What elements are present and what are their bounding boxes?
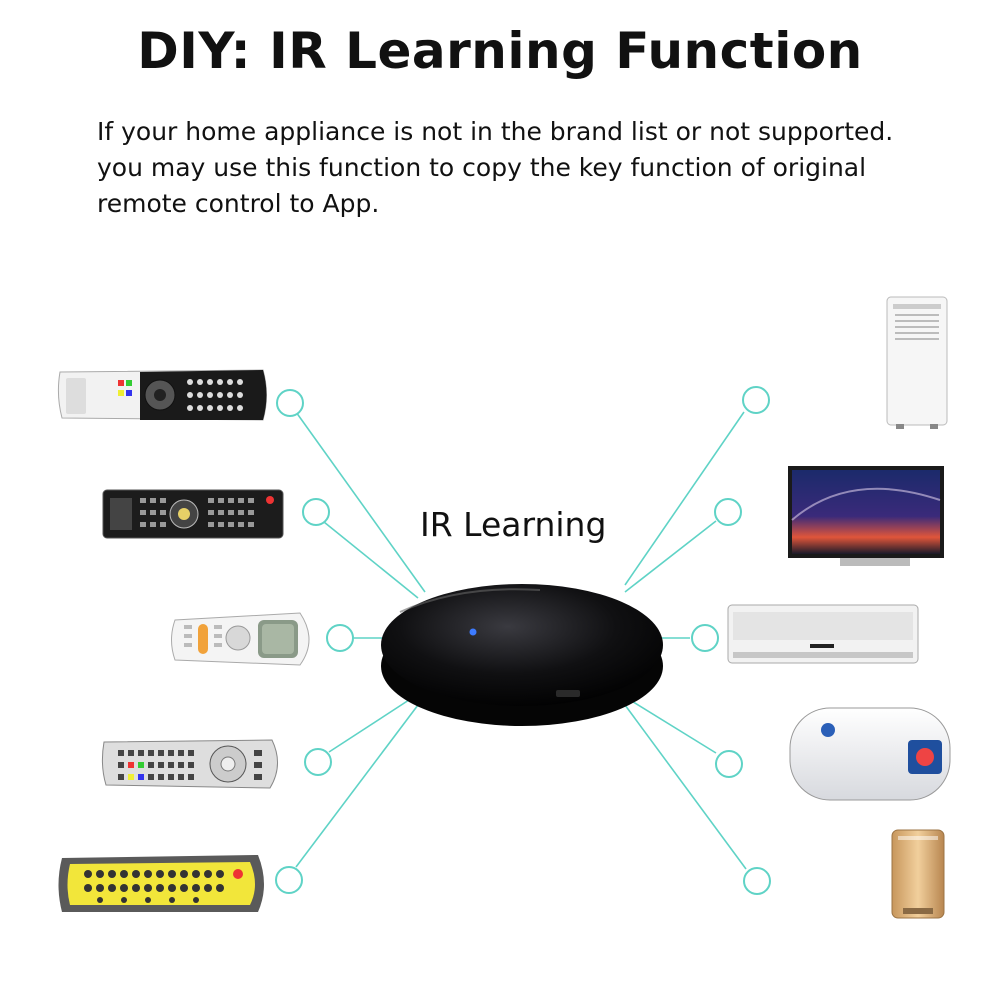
- connector-line: [295, 411, 426, 593]
- page-title: DIY: IR Learning Function: [137, 22, 863, 80]
- water-heater-icon: [789, 707, 951, 801]
- connector-node: [326, 624, 354, 652]
- hub-label: IR Learning: [420, 505, 607, 544]
- description-line-3: remote control to App.: [97, 189, 380, 218]
- ir-hub-device: [381, 584, 663, 726]
- connector-line: [624, 411, 745, 586]
- connector-node: [715, 750, 743, 778]
- connector-lines: [295, 411, 747, 870]
- connector-node: [742, 386, 770, 414]
- remote-control-icon: [101, 739, 278, 789]
- usb-port-icon: [556, 690, 580, 697]
- connector-line: [328, 697, 413, 753]
- connector-node: [714, 498, 742, 526]
- connector-line: [295, 704, 419, 868]
- connector-node: [275, 866, 303, 894]
- remote-control-icon: [102, 489, 284, 539]
- description-text: If your home appliance is not in the bra…: [97, 114, 957, 222]
- portable-air-conditioner-icon: [886, 296, 948, 429]
- connector-line: [624, 520, 717, 593]
- connector-node: [302, 498, 330, 526]
- connector-line: [629, 699, 717, 754]
- description-line-2: you may use this function to copy the ke…: [97, 153, 867, 182]
- split-air-conditioner-icon: [727, 604, 919, 664]
- air-purifier-icon: [891, 829, 945, 919]
- connector-node: [276, 389, 304, 417]
- connector-line: [624, 704, 747, 870]
- television-icon: [788, 466, 944, 566]
- connector-node: [304, 748, 332, 776]
- remote-control-icon: [171, 612, 310, 666]
- connector-line: [323, 521, 419, 599]
- led-indicator-icon: [469, 628, 477, 636]
- description-line-1: If your home appliance is not in the bra…: [97, 117, 894, 146]
- connector-nodes: [275, 386, 771, 895]
- connector-node: [743, 867, 771, 895]
- remote-control-icon: [57, 369, 267, 421]
- connector-node: [691, 624, 719, 652]
- remote-control-icon: [58, 855, 264, 912]
